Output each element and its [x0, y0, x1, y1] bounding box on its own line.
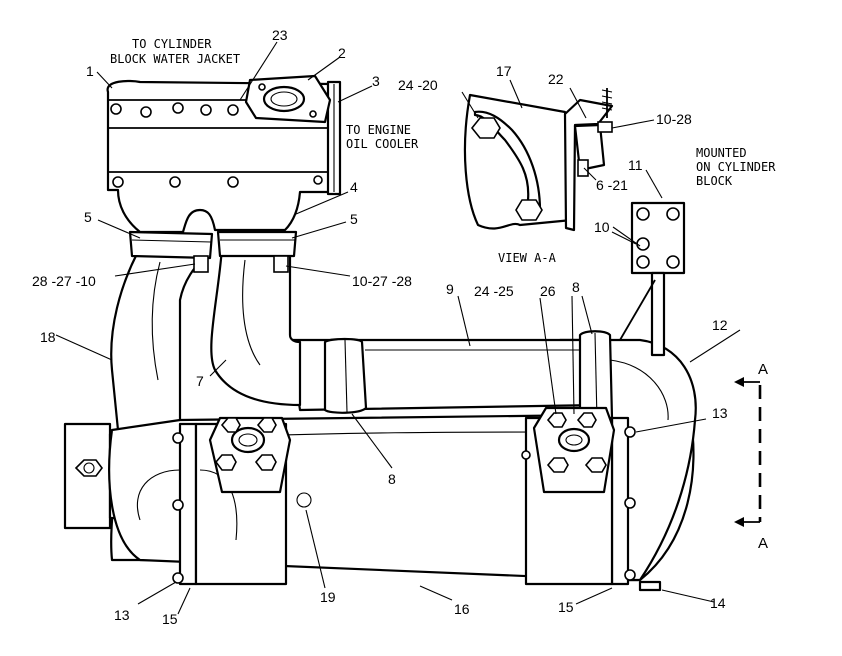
outlet-flange [244, 74, 332, 124]
view-bolt-upper [470, 117, 501, 139]
callout-5-left: 5 [84, 209, 92, 225]
note-to-engine: TO ENGINE [346, 123, 411, 137]
callout-10: 10 [594, 219, 610, 235]
leader-lines [55, 41, 741, 615]
callout-23: 23 [272, 27, 288, 43]
view-bolt-lower [515, 199, 543, 221]
clamp-screw-right [273, 255, 289, 273]
bottom-drain-fitting [638, 580, 662, 592]
hose-clamp-lower [323, 337, 368, 414]
callout-15-left: 15 [162, 611, 178, 627]
callout-28-27-10: 28 -27 -10 [32, 273, 96, 289]
section-cut-indicator [734, 377, 762, 527]
callout-18: 18 [40, 329, 56, 345]
gasket-oil-cooler [326, 80, 342, 196]
callout-12: 12 [712, 317, 728, 333]
note-block-water-jacket: BLOCK WATER JACKET [110, 52, 240, 66]
note-oil-cooler: OIL COOLER [346, 137, 419, 151]
mounting-bracket [619, 201, 686, 357]
callout-26: 26 [540, 283, 556, 299]
callout-14: 14 [710, 595, 726, 611]
callout-5-right: 5 [350, 211, 358, 227]
callout-19: 19 [320, 589, 336, 605]
callout-8-upper: 8 [572, 279, 580, 295]
note-mounted: MOUNTED [696, 146, 747, 160]
callout-24-25: 24 -25 [474, 283, 514, 299]
callout-11: 11 [628, 157, 643, 173]
callout-9: 9 [446, 281, 454, 297]
view-a-a-title: VIEW A-A [498, 251, 557, 265]
callout-16: 16 [454, 601, 470, 617]
note-on-cylinder: ON CYLINDER [696, 160, 776, 174]
callout-24-20: 24 -20 [398, 77, 438, 93]
drain-plug [296, 492, 312, 508]
view-nut [597, 121, 613, 133]
callout-22: 22 [548, 71, 564, 87]
section-mark-top: A [758, 361, 768, 378]
callout-17: 17 [496, 63, 512, 79]
callout-8-lower: 8 [388, 471, 396, 487]
note-to-cylinder: TO CYLINDER [132, 37, 212, 51]
callout-3: 3 [372, 73, 380, 89]
callout-4: 4 [350, 179, 358, 195]
callout-7: 7 [196, 373, 204, 389]
section-mark-bottom: A [758, 535, 768, 552]
callout-10-28: 10-28 [656, 111, 692, 127]
elbow-tube [210, 246, 302, 407]
callout-2: 2 [338, 45, 346, 61]
view-a-a-inset [463, 88, 614, 232]
callout-15-right: 15 [558, 599, 574, 615]
callout-13-right: 13 [712, 405, 728, 421]
callout-6-21: 6 -21 [596, 177, 628, 193]
clamp-screw-left [193, 255, 209, 273]
view-stud [577, 159, 589, 177]
right-end-bonnet [521, 406, 636, 586]
hose-left [128, 230, 214, 260]
fitting-plug [74, 459, 103, 477]
hose-right [216, 230, 298, 258]
callout-13-left: 13 [114, 607, 130, 623]
callout-1: 1 [86, 63, 94, 79]
note-block: BLOCK [696, 174, 733, 188]
callout-10-27-28: 10-27 -28 [352, 273, 412, 289]
left-end-bonnet [172, 416, 312, 586]
